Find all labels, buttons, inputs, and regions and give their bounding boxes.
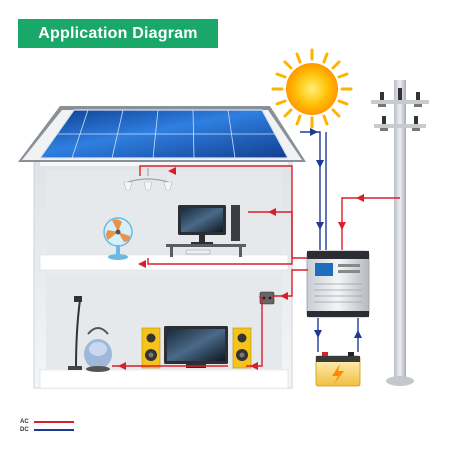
utility-pole-icon <box>371 80 429 386</box>
legend-item-dc: DC <box>20 426 74 434</box>
legend-swatch <box>34 421 74 422</box>
legend-item-ac: AC <box>20 418 74 426</box>
television-icon <box>164 326 228 368</box>
battery-icon <box>316 352 360 386</box>
speaker-icon <box>142 328 160 368</box>
speaker-icon <box>233 328 251 368</box>
legend-label: DC <box>20 427 32 433</box>
wiring-legend: AC DC <box>20 418 74 434</box>
dc-wiring <box>300 132 358 352</box>
legend-label: AC <box>20 419 32 425</box>
inverter-icon <box>307 251 369 317</box>
page-title: Application Diagram <box>18 19 218 48</box>
sun-icon <box>273 50 351 127</box>
solar-panel-icon <box>40 110 288 158</box>
legend-swatch <box>34 429 74 430</box>
